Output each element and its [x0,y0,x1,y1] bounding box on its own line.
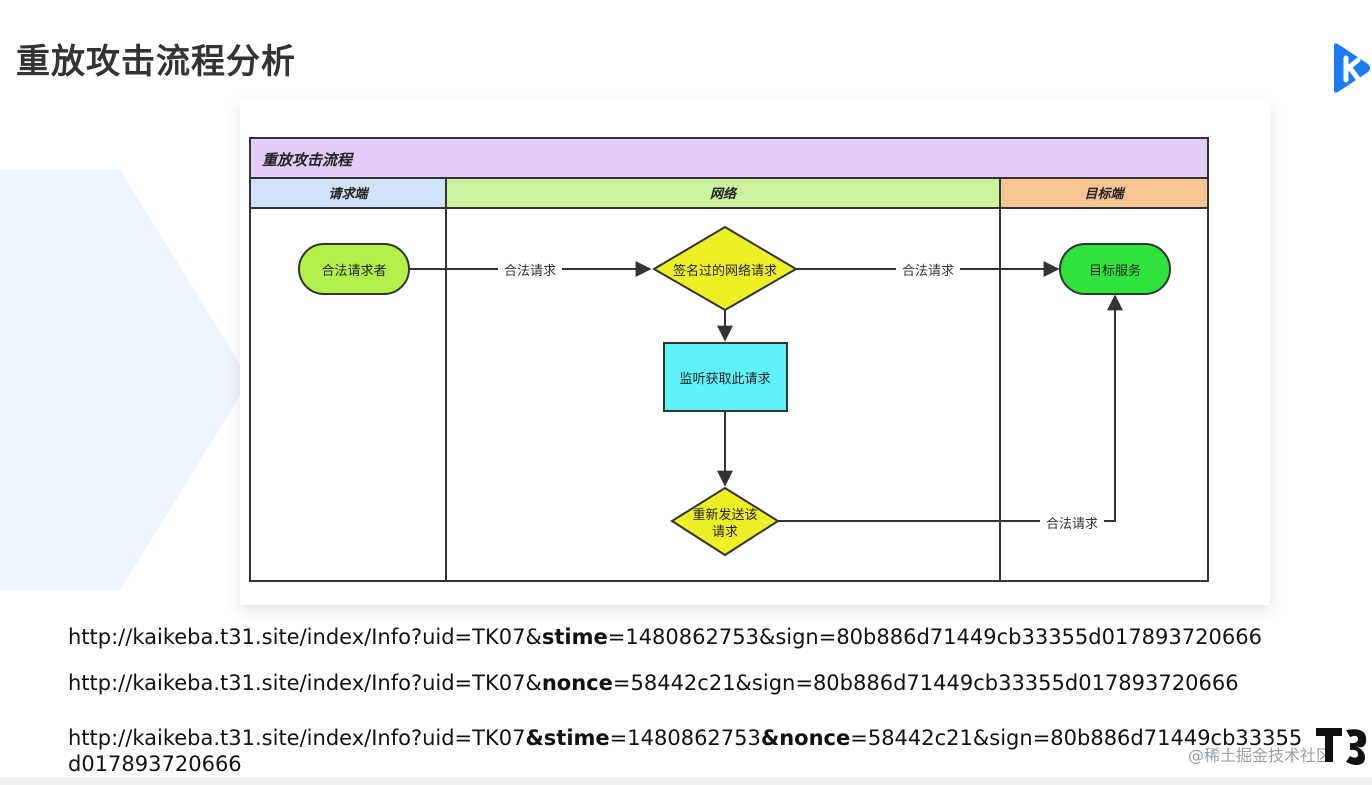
edge-label-signed-to-target: 合法请求 [902,264,954,279]
pool-title-bar [249,137,1209,179]
kaikeba-logo-icon [1334,43,1370,93]
edge-resend-to-target [778,294,1123,522]
node-resend-label-line1: 重新发送该 [692,507,757,523]
bottom-bar [0,777,1372,785]
node-client-label: 合法请求者 [321,264,386,279]
juejin-credit: @稀土掘金技术社区 [1188,746,1333,765]
slide-title: 重放攻击流程分析 [16,42,296,82]
edge-label-client-to-signed: 合法请求 [504,264,556,279]
edge-label-resend-to-target: 合法请求 [1046,517,1098,532]
node-target-label: 目标服务 [1089,263,1141,279]
lane-label-target: 目标端 [1084,186,1125,202]
node-client [298,243,410,295]
url-stime: http://kaikeba.t31.site/index/Info?uid=T… [68,625,1262,649]
url-stime-nonce: http://kaikeba.t31.site/index/Info?uid=T… [68,726,1303,776]
lane-label-network: 网络 [710,186,738,202]
corner-brand-icon [1316,728,1367,765]
pool-title: 重放攻击流程 [262,151,354,169]
node-intercept-label: 监听获取此请求 [679,372,770,387]
lane-header-target [999,177,1209,209]
lane-label-client: 请求端 [328,186,369,202]
flow-diagram: 重放攻击流程 请求端 网络 目标端 合法请求 合法请求 合法请求 合法请求者 签… [240,100,1270,605]
node-signed-request-label: 签名过的网络请求 [673,263,777,279]
node-signed-request [652,225,798,312]
node-resend [670,486,780,557]
node-target [1059,243,1171,295]
node-resend-label-line2: 请求 [712,525,738,540]
url-nonce: http://kaikeba.t31.site/index/Info?uid=T… [68,671,1239,695]
node-intercept [663,342,788,412]
